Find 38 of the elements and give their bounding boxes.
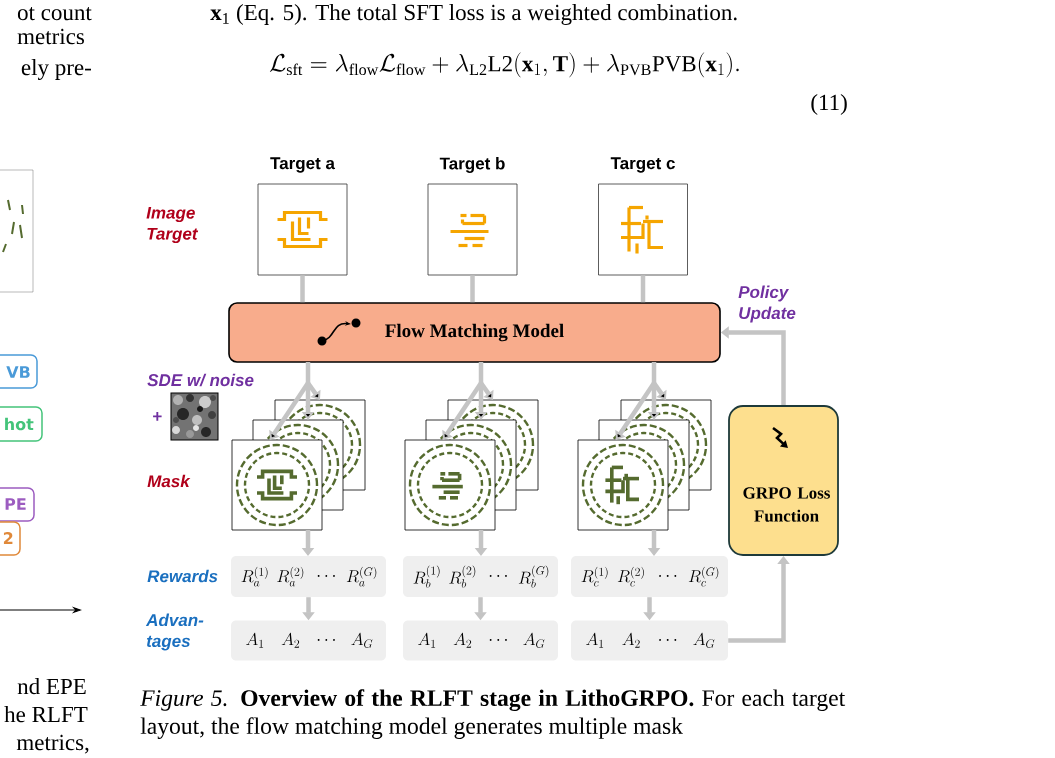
target-heading: Target c bbox=[610, 157, 675, 173]
model-box: Flow Matching Model bbox=[228, 302, 721, 363]
equation: $\mathcal{L}_{\mathrm{sft}} = \lambda_{\mathrm{flow}}\mathcal{L}_{\mathrm{flow}} + \lambda_{\mathrm{L2}}\mathrm{L2}(\mathbf{x}_1, \mathbf{T}) + \lambda_{\mathrm{PVB}}\mathrm{PVB}(\mathbf{x}_1).$ bbox=[269, 52, 739, 78]
row-label: SDE w/ noise bbox=[147, 373, 254, 387]
edge-label: Policy Update bbox=[737, 284, 810, 324]
tag-box: hot bbox=[0, 406, 43, 442]
reward-box: $R_c^{(1)}$ $R_c^{(2)}$ $\cdots$ $R_c^{(G)}$ bbox=[571, 556, 728, 597]
advantage-box: $A_1$ $A_2$ $\cdots$ $A_G$ bbox=[231, 620, 386, 661]
plus-sign: + bbox=[153, 412, 162, 421]
body-text: ely pre- bbox=[21, 59, 91, 80]
advantage-box: $A_1$ $A_2$ $\cdots$ $A_G$ bbox=[403, 620, 558, 661]
arrow bbox=[615, 362, 667, 440]
reward-box: $R_b^{(1)}$ $R_b^{(2)}$ $\cdots$ $R_b^{(G)}$ bbox=[403, 556, 558, 597]
tag-box: 2 bbox=[0, 521, 21, 556]
tag-box: PE bbox=[0, 487, 35, 522]
body-text: he RLFT bbox=[4, 706, 88, 723]
loss-function-box: GRPO Loss Function bbox=[728, 405, 839, 556]
mask-stack bbox=[231, 399, 366, 531]
reward-box: $R_a^{(1)}$ $R_a^{(2)}$ $\cdots$ $R_a^{(G)}$ bbox=[231, 556, 386, 597]
mask-stack bbox=[404, 399, 539, 531]
target-heading: Target a bbox=[270, 157, 336, 173]
arrow bbox=[269, 362, 321, 440]
row-label: Image Target bbox=[146, 206, 199, 244]
body-text: x$_{1}$ (Eq. 5). The total SFT loss is a weighted combination. bbox=[210, 4, 737, 25]
advantage-box: $A_1$ $A_2$ $\cdots$ $A_G$ bbox=[571, 620, 728, 661]
row-label: Mask bbox=[147, 474, 191, 488]
tag-box: VB bbox=[0, 354, 38, 389]
caption: Figure 5. Overview of the RLFT stage in LithoGRPO. For each target layout, the flow matching model generates multiple mask bbox=[140, 689, 846, 739]
body-text: ot count bbox=[17, 7, 92, 21]
body-text: nd EPE bbox=[17, 678, 86, 695]
equation-number: (11) bbox=[811, 94, 847, 115]
row-label: Rewards bbox=[147, 569, 218, 583]
body-text: metrics, bbox=[16, 734, 89, 754]
body-text: metrics bbox=[17, 28, 84, 45]
target-heading: Target b bbox=[439, 157, 505, 173]
row-label: Advan- tages bbox=[145, 613, 204, 651]
arrow bbox=[442, 362, 494, 440]
mask-stack bbox=[577, 399, 712, 531]
